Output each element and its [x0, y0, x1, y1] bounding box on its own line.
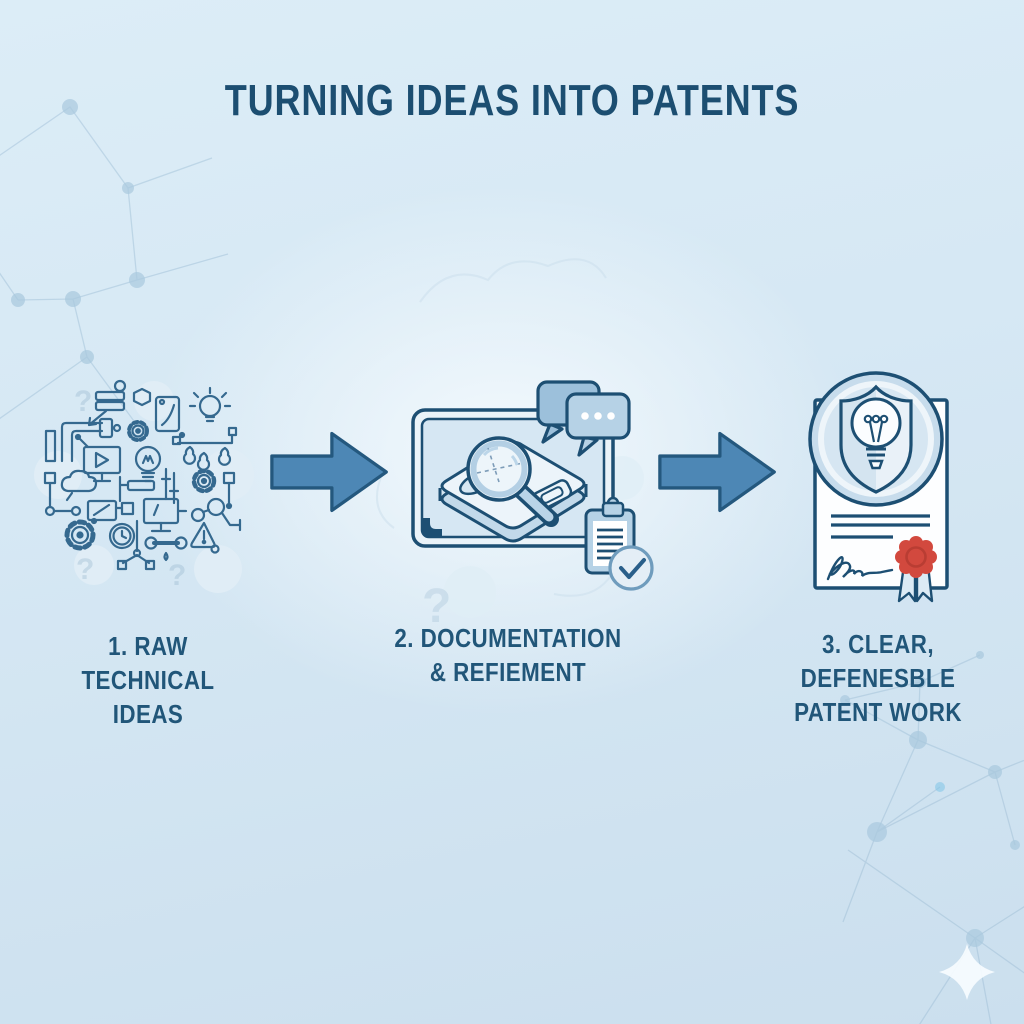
- chat-bubbles-icon: [536, 380, 631, 457]
- step-label-2: 2. DOCUMENTATION & REFIEMENT: [383, 622, 632, 690]
- step-label-line: TECHNICAL IDEAS: [81, 664, 215, 729]
- step-label-3: 3. CLEAR, DEFENESBLE PATENT WORK: [753, 628, 1002, 729]
- tablet-corner-accent: [422, 518, 442, 537]
- faint-question-marks: ? ? ?: [74, 385, 186, 592]
- svg-text:?: ?: [74, 385, 92, 418]
- doodle-blobs: [34, 381, 254, 593]
- sparkle-icon: [939, 944, 995, 1000]
- signature-scribble: [826, 556, 894, 581]
- step-label-1: 1. RAW TECHNICAL IDEAS: [45, 630, 251, 731]
- ribbon-seal-icon: [895, 536, 937, 603]
- step-label-line: 1. RAW: [108, 631, 188, 661]
- step-label-line: & REFIEMENT: [429, 656, 587, 687]
- patent-certificate-icon: [808, 371, 949, 603]
- step-label-line: 3. CLEAR, DEFENESBLE: [800, 629, 956, 693]
- right-arrow-icon: [658, 431, 776, 513]
- doodle-cluster-icon: ? ? ?: [34, 379, 254, 593]
- svg-text:?: ?: [76, 553, 94, 586]
- page-title: TURNING IDEAS INTO PATENTS: [224, 76, 800, 125]
- network-node-accent: [935, 782, 945, 792]
- network-nodes-icon: [11, 99, 1020, 947]
- step-label-line: 2. DOCUMENTATION: [394, 623, 622, 653]
- lightbulb-icon: [850, 397, 902, 470]
- doodle-line-art: [43, 379, 242, 571]
- design-review-tablet-icon: [411, 380, 654, 591]
- faint-question-mark: ?: [422, 580, 451, 633]
- shield-badge-icon: [808, 371, 944, 507]
- checkmark-circle-icon: [608, 545, 654, 591]
- right-arrow-icon: [270, 431, 388, 513]
- magnifier-icon: [466, 436, 559, 527]
- certificate-text-lines: [831, 514, 930, 539]
- step-label-line: PATENT WORK: [794, 696, 962, 727]
- svg-text:?: ?: [168, 559, 186, 592]
